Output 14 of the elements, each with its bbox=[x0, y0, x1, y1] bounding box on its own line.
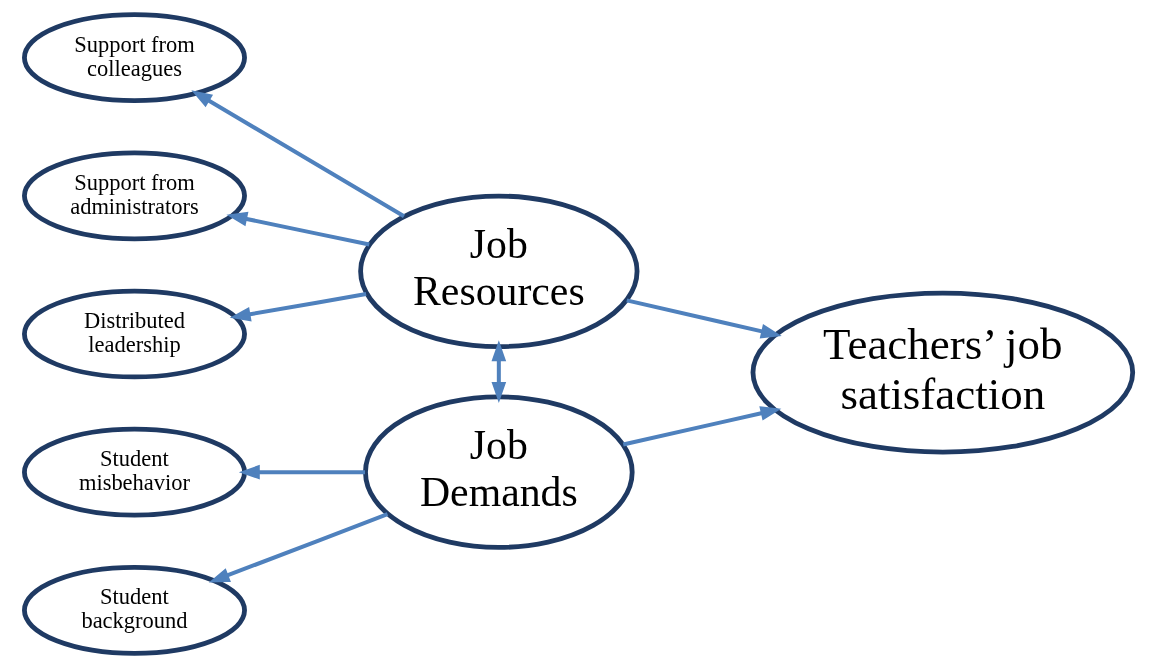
node-ellipse: Job Demands bbox=[363, 394, 635, 550]
node-ellipse: Job Resources bbox=[358, 193, 640, 349]
node-ellipse: Support from colleagues bbox=[22, 12, 247, 103]
arrow bbox=[226, 211, 370, 247]
arrow bbox=[229, 292, 367, 322]
arrow bbox=[491, 340, 507, 403]
node-ellipse: Distributed leadership bbox=[22, 288, 247, 380]
arrow bbox=[626, 298, 782, 339]
arrow bbox=[208, 512, 389, 583]
node-ellipse: Teachers’ job satisfaction bbox=[750, 290, 1136, 455]
arrow bbox=[622, 406, 782, 447]
arrow bbox=[191, 90, 405, 218]
arrow bbox=[238, 464, 365, 480]
node-ellipse: Student misbehavior bbox=[22, 426, 247, 518]
